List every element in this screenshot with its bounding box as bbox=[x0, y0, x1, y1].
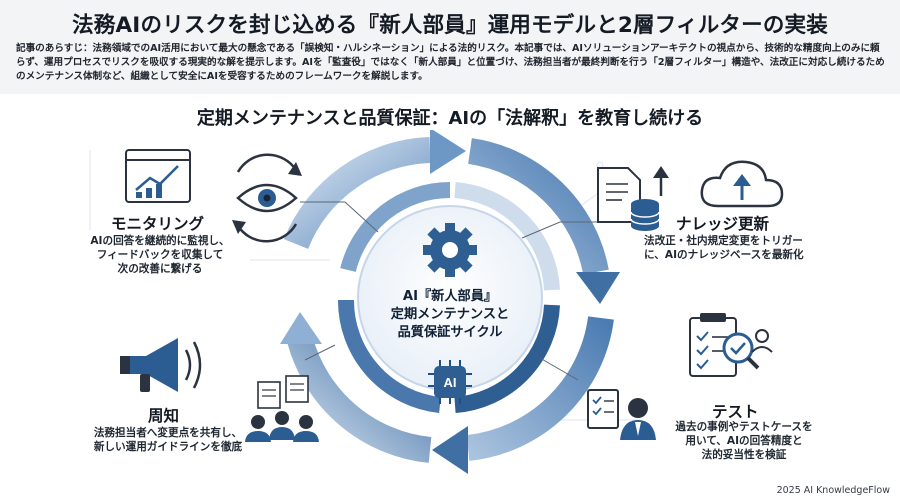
cloud-upload-icon bbox=[700, 160, 784, 208]
document-database-icon bbox=[597, 166, 669, 231]
center-label-line1: AI『新人部員』 bbox=[402, 289, 498, 304]
stage-desc-knowledge-line2: に、AIのナレッジベースを最新化 bbox=[644, 249, 804, 261]
stage-desc-notice: 法務担当者へ変更点を共有し、 新しい運用ガイドラインを徹底 bbox=[78, 426, 258, 454]
stage-desc-monitoring-line1: AIの回答を継続的に監視し、 bbox=[90, 235, 230, 247]
section-title: 定期メンテナンスと品質保証：AIの「法解釈」を教育し続ける bbox=[196, 108, 704, 129]
center-label: AI『新人部員』 定期メンテナンスと 品質保証サイクル bbox=[370, 288, 530, 342]
header-band: 法務AIのリスクを封じ込める『新人部員』運用モデルと2層フィルターの実装 記事の… bbox=[0, 0, 900, 94]
stage-desc-notice-line2: 新しい運用ガイドラインを徹底 bbox=[93, 441, 243, 453]
stage-desc-knowledge-line1: 法改正・社内規定変更をトリガー bbox=[644, 235, 803, 247]
stage-desc-monitoring-line2: フィードバックを収集して bbox=[96, 249, 224, 261]
article-summary: 記事のあらすじ：法務領域でのAI活用において最大の懸念である「誤検知・ハルシネー… bbox=[16, 43, 885, 83]
footer-credit: 2025 AI KnowledgeFlow bbox=[776, 485, 890, 496]
stage-desc-test-line3: 法的妥当性を検証 bbox=[701, 449, 787, 461]
center-label-line3: 品質保証サイクル bbox=[397, 325, 503, 340]
stage-desc-test: 過去の事例やテストケースを 用いて、AIの回答精度と 法的妥当性を検証 bbox=[664, 420, 824, 462]
ai-chip-label: AI bbox=[444, 375, 457, 390]
stage-desc-notice-line1: 法務担当者へ変更点を共有し、 bbox=[93, 427, 243, 439]
stage-title-knowledge: ナレッジ更新 bbox=[676, 215, 770, 233]
gear-icon bbox=[423, 223, 477, 277]
chart-dashboard-icon bbox=[125, 149, 191, 203]
ai-chip-icon: AI bbox=[428, 360, 472, 404]
maintenance-cycle-diagram: AI bbox=[89, 130, 784, 474]
team-documents-icon bbox=[245, 375, 319, 442]
stage-desc-test-line1: 過去の事例やテストケースを bbox=[675, 421, 813, 433]
stage-title-monitoring: モニタリング bbox=[111, 215, 205, 233]
eye-cycle-icon bbox=[232, 153, 302, 243]
tester-person-icon bbox=[587, 389, 656, 440]
connector-lines bbox=[300, 201, 598, 381]
inner-cycle-ring bbox=[337, 182, 560, 413]
checklist-magnifier-icon bbox=[689, 313, 773, 377]
stage-desc-knowledge: 法改正・社内規定変更をトリガー に、AIのナレッジベースを最新化 bbox=[644, 234, 864, 262]
stage-title-test: テスト bbox=[712, 403, 759, 421]
center-label-line2: 定期メンテナンスと bbox=[390, 307, 510, 322]
outer-cycle-ring bbox=[280, 130, 620, 474]
stage-title-notice: 周知 bbox=[148, 407, 180, 425]
megaphone-icon bbox=[120, 338, 202, 392]
page-title: 法務AIのリスクを封じ込める『新人部員』運用モデルと2層フィルターの実装 bbox=[72, 13, 828, 38]
stage-desc-monitoring-line3: 次の改善に繋げる bbox=[117, 263, 203, 275]
stage-desc-monitoring: AIの回答を継続的に監視し、 フィードバックを収集して 次の改善に繋げる bbox=[70, 234, 250, 276]
stage-desc-test-line2: 用いて、AIの回答精度と bbox=[685, 435, 803, 447]
